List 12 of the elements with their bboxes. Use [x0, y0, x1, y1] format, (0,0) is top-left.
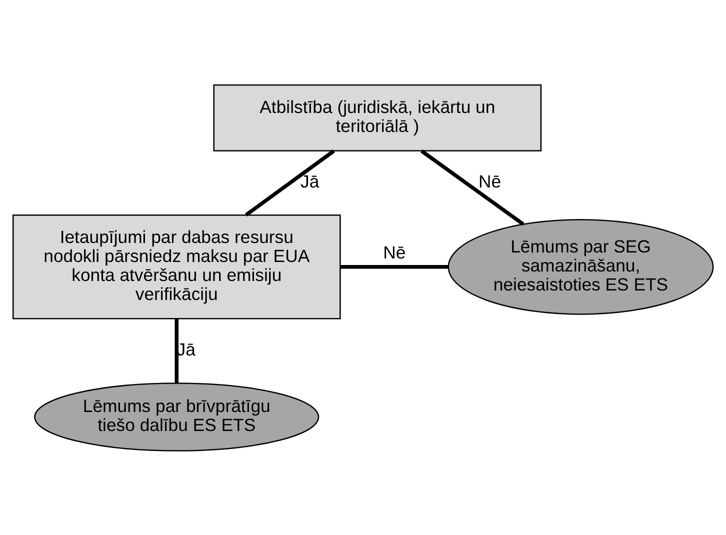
node-ellipse: Lēmums par SEG samazināšanu, neiesaistoties ES ETS — [448, 218, 714, 314]
connector — [420, 148, 524, 226]
node-box: Ietaupījumi par dabas resursu nodokli pārsniedz maksu par EUA konta atvēršanu un emisiju verifikāciju — [12, 214, 341, 319]
connector — [245, 148, 335, 216]
connector — [174, 318, 179, 382]
edge-label: Nē — [383, 242, 406, 262]
node-ellipse: Lēmums par brīvprātīgu tiešo dalību ES ETS — [34, 382, 320, 451]
edge-label: Jā — [176, 339, 196, 360]
node-box: Atbilstība (juridiskā, iekārtu un teritoriālā ) — [213, 84, 542, 151]
edge-label: Jā — [300, 171, 320, 192]
edge-label: Nē — [478, 171, 502, 192]
connector — [340, 264, 448, 268]
